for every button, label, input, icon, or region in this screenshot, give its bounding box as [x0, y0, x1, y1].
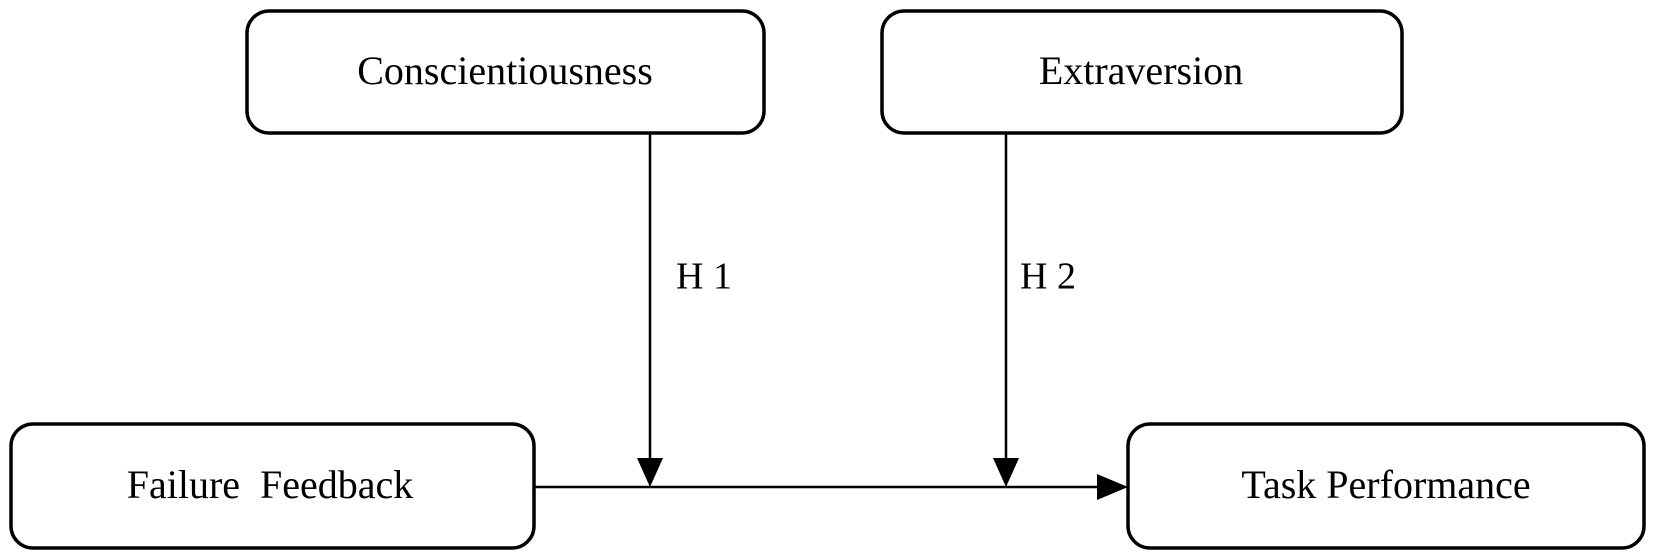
edge-h1-moderation: H 1 — [637, 133, 732, 487]
hypothesis-h1-label: H 1 — [676, 256, 732, 298]
edge-failure-feedback-to-task-performance — [534, 474, 1128, 500]
node-extraversion-box — [880, 9, 1404, 135]
hypothesis-h2-label: H 2 — [1020, 256, 1076, 298]
node-conscientiousness-box — [245, 9, 766, 135]
node-extraversion: Extraversion — [880, 9, 1404, 135]
node-failure-feedback-label: Failure Feedback — [127, 462, 414, 507]
node-task-performance-label: Task Performance — [1241, 462, 1530, 507]
edge-main-arrowhead — [1097, 474, 1128, 500]
node-task-performance: Task Performance — [1126, 422, 1646, 550]
edge-h2-moderation: H 2 — [993, 133, 1076, 487]
node-conscientiousness-label: Conscientiousness — [357, 48, 653, 93]
node-extraversion-label: Extraversion — [1039, 48, 1243, 93]
node-failure-feedback: Failure Feedback — [9, 422, 536, 550]
node-task-performance-box — [1126, 422, 1646, 550]
edge-h2-arrowhead — [993, 458, 1019, 487]
node-conscientiousness: Conscientiousness — [245, 9, 766, 135]
edge-h1-arrowhead — [637, 458, 663, 487]
